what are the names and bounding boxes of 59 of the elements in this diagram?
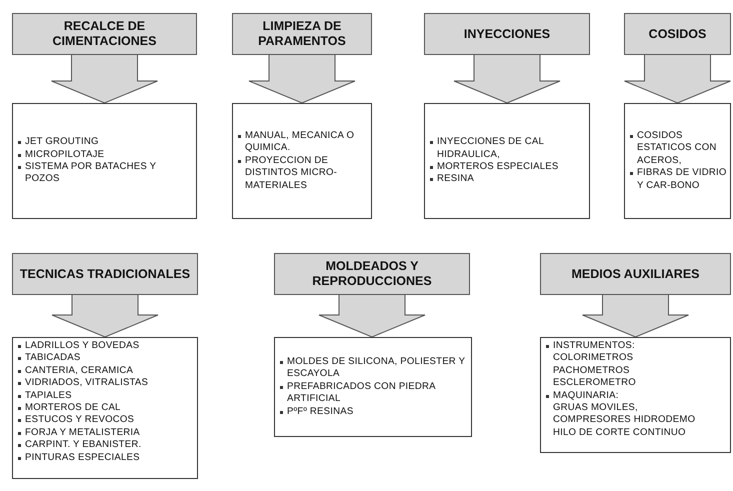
content-box (540, 337, 731, 453)
heading-text: INYECCIONES (464, 26, 550, 42)
bullet-item: JET GROUTING (17, 136, 193, 149)
bullet-item: MAQUINARIA: (545, 390, 727, 402)
block-arrow (51, 54, 158, 104)
heading-box (424, 13, 590, 55)
bullet-item: TAPIALES (17, 390, 194, 402)
list-text: ESCLEROMETRO (552, 377, 637, 390)
block-arrow (248, 54, 356, 104)
heading-box (540, 253, 731, 295)
block-arrow (454, 54, 560, 104)
heading-box (12, 253, 198, 295)
bullet-item: PºFº RESINAS (279, 406, 468, 418)
content-box (12, 337, 198, 479)
heading-text: TECNICAS TRADICIONALES (20, 266, 190, 282)
bullet-item: MOLDES DE SILICONA, POLIESTER Y ESCAYOLA (279, 356, 468, 381)
heading-text: COSIDOS (648, 26, 706, 42)
content-box (12, 103, 197, 219)
heading-box (12, 13, 197, 55)
bullet-item: FIBRAS DE VIDRIO Y CAR-BONO (629, 167, 727, 192)
content-box (232, 103, 372, 219)
bullet-item: COSIDOS ESTATICOS CON ACEROS, (629, 130, 727, 168)
bullet-item: PINTURAS ESPECIALES (17, 452, 194, 464)
content-box (274, 337, 472, 437)
block-arrow (318, 294, 426, 338)
content-box (424, 103, 590, 219)
heading-box (232, 13, 372, 55)
bullet-item: MICROPILOTAJE (17, 148, 193, 161)
bullet-item: INSTRUMENTOS: (545, 340, 727, 352)
list-text: COLORIMETROS (552, 352, 634, 365)
bullet-item: LADRILLOS Y BOVEDAS (17, 340, 194, 352)
heading-box (624, 13, 731, 55)
bullet-item: MANUAL, MECANICA O QUIMICA. (237, 130, 368, 155)
heading-box (274, 253, 470, 295)
bullet-item: MORTEROS DE CAL (17, 402, 194, 414)
list-text: GRUAS MOVILES, (552, 402, 639, 414)
bullet-item: MORTEROS ESPECIALES (429, 161, 586, 174)
bullet-item: INYECCIONES DE CAL HIDRAULICA, (429, 136, 586, 161)
heading-text: MEDIOS AUXILIARES (571, 266, 700, 282)
heading-text: LIMPIEZA DE PARAMENTOS (257, 19, 347, 49)
bullet-item: PROYECCION DE DISTINTOS MICRO-MATERIALES (237, 154, 368, 192)
list-text: PACHOMETROS (552, 364, 631, 378)
bullet-item: CARPINT. Y EBANISTER. (17, 439, 194, 452)
bullet-item: RESINA (429, 173, 586, 186)
list-text: COMPRESORES HIDRODEMO (552, 414, 696, 427)
heading-text: MOLDEADOS Y REPRODUCCIONES (311, 259, 433, 289)
block-arrow (52, 294, 158, 338)
bullet-item: TABICADAS (17, 352, 194, 365)
bullet-item: PREFABRICADOS CON PIEDRA ARTIFICIAL (279, 380, 468, 406)
bullet-item: FORJA Y METALISTERIA (17, 426, 194, 440)
block-arrow (624, 54, 731, 104)
bullet-item: SISTEMA POR BATACHES Y POZOS (17, 161, 193, 186)
bullet-item: CANTERIA, CERAMICA (17, 364, 194, 378)
block-arrow (582, 294, 689, 338)
content-box (624, 103, 731, 219)
bullet-item: VIDRIADOS, VITRALISTAS (17, 377, 194, 390)
heading-text: RECALCE DE CIMENTACIONES (52, 19, 158, 49)
bullet-item: ESTUCOS Y REVOCOS (17, 414, 194, 427)
list-text: HILO DE CORTE CONTINUO (552, 426, 687, 440)
